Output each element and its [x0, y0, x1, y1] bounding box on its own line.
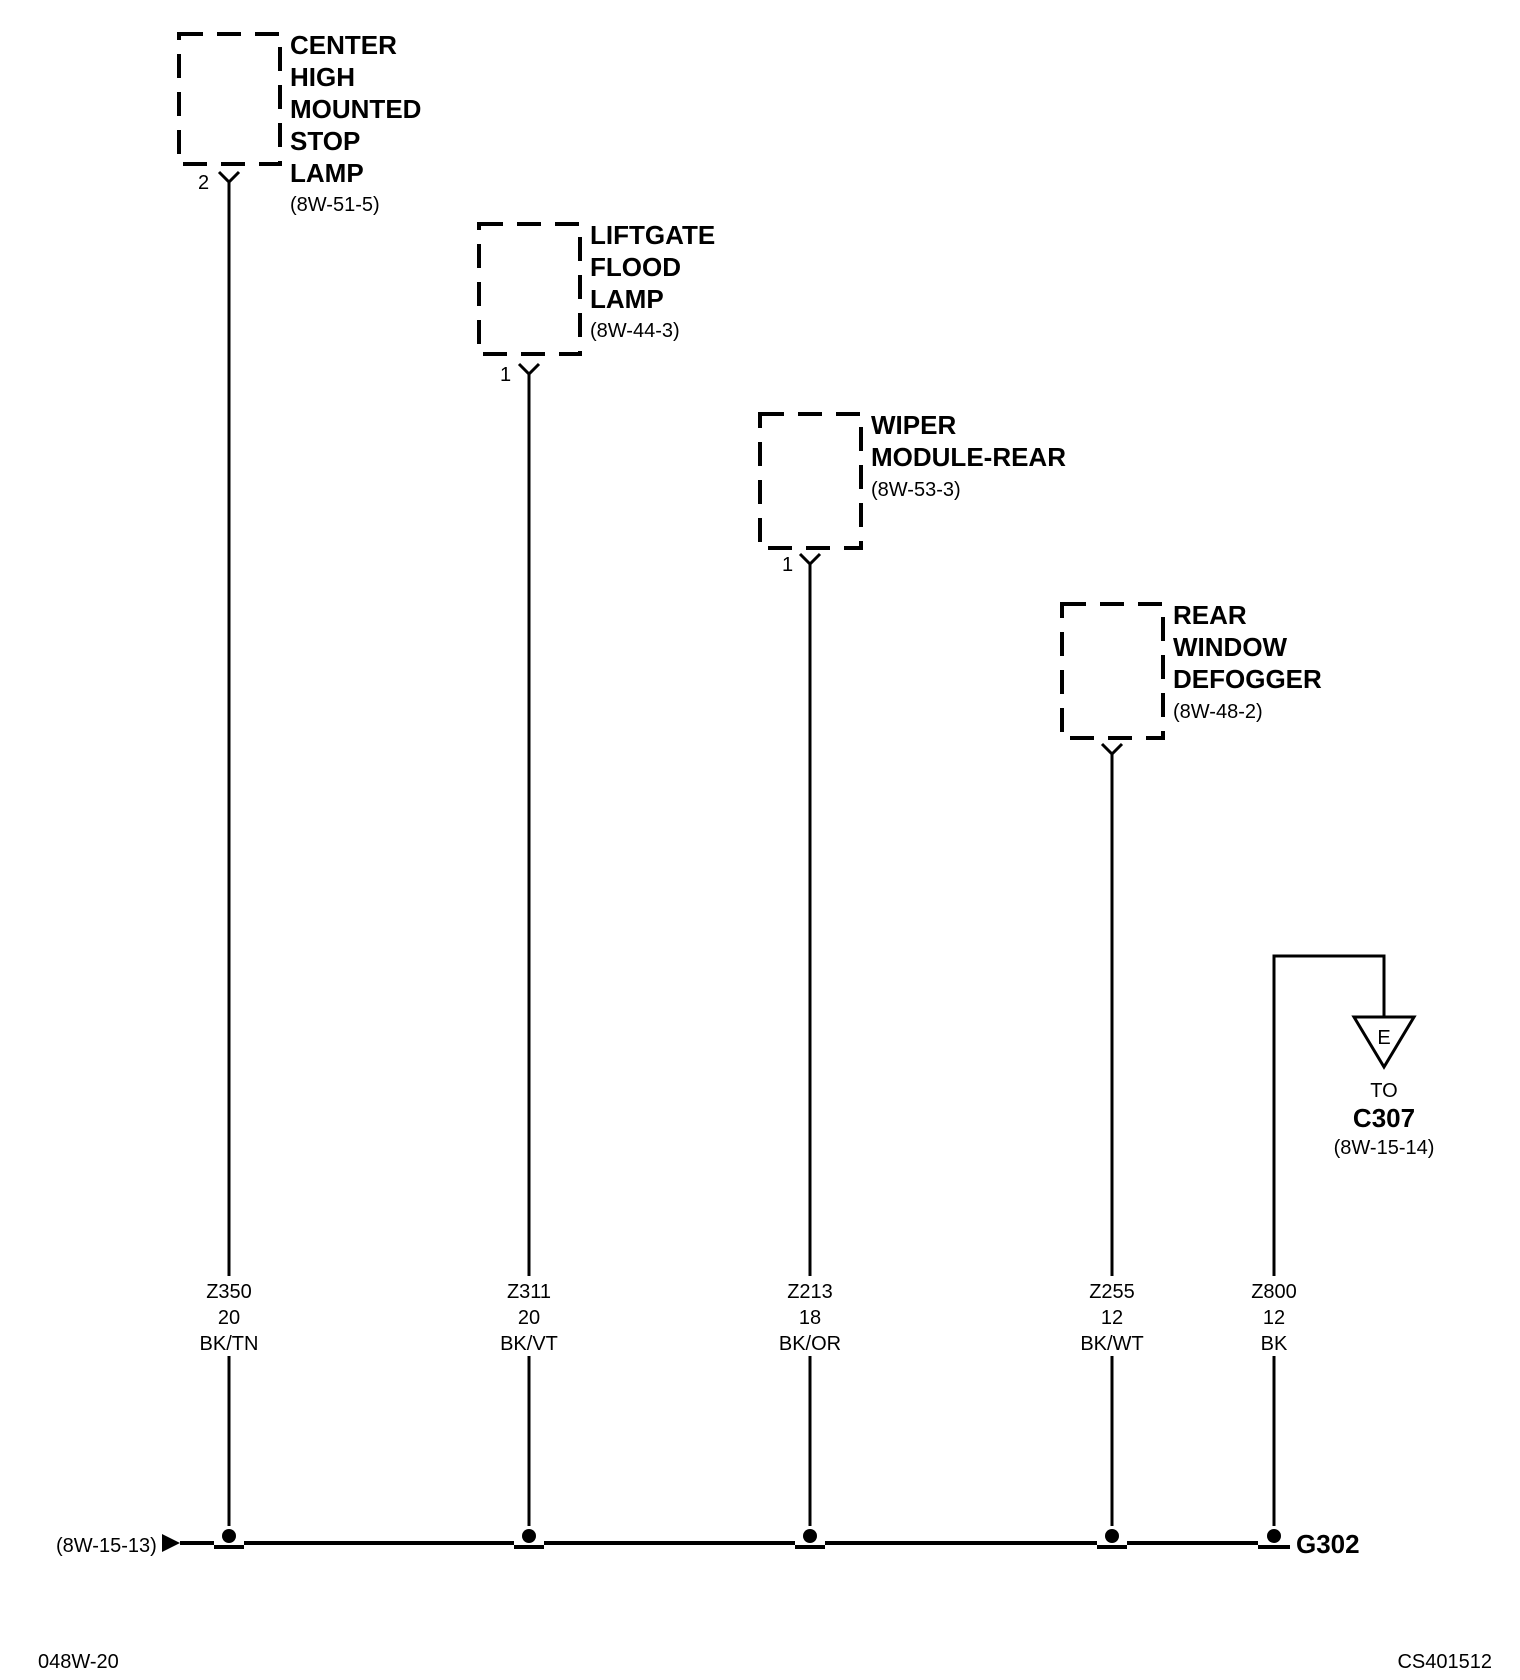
ground-dot-icon — [1267, 1529, 1281, 1543]
chmsl-dashed-box — [177, 32, 282, 166]
liftgate-name-line-2: FLOOD — [590, 252, 681, 282]
wire-z800-circuit: Z800 — [1251, 1281, 1297, 1303]
wire-z255-color: BK/WT — [1080, 1333, 1143, 1355]
footer-left: 048W-20 — [38, 1651, 119, 1673]
wire-z311-color: BK/VT — [500, 1333, 558, 1355]
chmsl-pin-number: 2 — [198, 172, 209, 194]
splice-dot-icon — [1105, 1529, 1119, 1543]
wiper-pin-number: 1 — [782, 554, 793, 576]
wire-z255-gauge: 12 — [1101, 1307, 1123, 1329]
defogger-dashed-box — [1060, 602, 1165, 740]
z800-wire — [1272, 954, 1386, 1526]
chmsl-name-line-4: STOP — [290, 126, 360, 156]
liftgate-ref: (8W-44-3) — [590, 320, 680, 342]
connector-name: C307 — [1353, 1103, 1415, 1133]
z800-wire-group: E TO C307 (8W-15-14) — [1272, 954, 1435, 1526]
connector-triangle-icon — [1351, 1015, 1417, 1070]
chmsl-name-line-5: LAMP — [290, 158, 364, 188]
connector-to-label: TO — [1370, 1080, 1397, 1102]
wiper-dashed-box — [758, 412, 863, 550]
wire-z350-circuit: Z350 — [206, 1281, 252, 1303]
wire-z311-gauge: 20 — [518, 1307, 540, 1329]
chmsl-name-line-1: CENTER — [290, 30, 397, 60]
wire-z213-gauge: 18 — [799, 1307, 821, 1329]
wiper-name-line-1: WIPER — [871, 410, 956, 440]
liftgate-pin-number: 1 — [500, 364, 511, 386]
component-rear-window-defogger: REAR WINDOW DEFOGGER (8W-48-2) — [1060, 600, 1322, 1526]
component-wiper-module-rear: WIPER MODULE-REAR (8W-53-3) 1 — [758, 410, 1066, 1526]
wire-z213-circuit: Z213 — [787, 1281, 833, 1303]
ground-g302: G302 — [1258, 1529, 1360, 1559]
chmsl-name-line-3: MOUNTED — [290, 94, 421, 124]
wiper-wire — [798, 552, 822, 1526]
defogger-ref: (8W-48-2) — [1173, 701, 1263, 723]
splice-z311 — [514, 1529, 544, 1550]
liftgate-name-line-1: LIFTGATE — [590, 220, 715, 250]
defogger-wire — [1100, 742, 1124, 1526]
connector-letter: E — [1377, 1027, 1390, 1049]
wire-z255-circuit: Z255 — [1089, 1281, 1135, 1303]
defogger-name-line-2: WINDOW — [1173, 632, 1288, 662]
splice-dot-icon — [222, 1529, 236, 1543]
connector-ref: (8W-15-14) — [1334, 1137, 1435, 1159]
wiper-name-line-2: MODULE-REAR — [871, 442, 1066, 472]
bus-arrow-icon — [162, 1534, 180, 1552]
defogger-name-line-3: DEFOGGER — [1173, 664, 1322, 694]
wire-z350-gauge: 20 — [218, 1307, 240, 1329]
wire-z311-circuit: Z311 — [507, 1281, 551, 1303]
splice-z255 — [1097, 1529, 1127, 1550]
wire-z800-gauge: 12 — [1263, 1307, 1285, 1329]
wire-z213-color: BK/OR — [779, 1333, 841, 1355]
liftgate-dashed-box — [477, 222, 582, 356]
component-liftgate-flood-lamp: LIFTGATE FLOOD LAMP (8W-44-3) 1 — [477, 220, 715, 1526]
ground-label: G302 — [1296, 1529, 1360, 1559]
wire-z800-color: BK — [1261, 1333, 1288, 1355]
defogger-name-line-1: REAR — [1173, 600, 1247, 630]
bus-ref: (8W-15-13) — [56, 1535, 157, 1557]
wire-labels: Z350 20 BK/TN Z311 20 BK/VT Z213 18 BK/O… — [200, 1276, 1303, 1356]
splice-dot-icon — [803, 1529, 817, 1543]
chmsl-ref: (8W-51-5) — [290, 194, 380, 216]
splice-dot-icon — [522, 1529, 536, 1543]
ground-bus: (8W-15-13) G302 — [56, 1529, 1360, 1559]
splice-z213 — [795, 1529, 825, 1550]
chmsl-name-line-2: HIGH — [290, 62, 355, 92]
footer-right: CS401512 — [1397, 1651, 1492, 1673]
splice-z350 — [214, 1529, 244, 1550]
liftgate-name-line-3: LAMP — [590, 284, 664, 314]
wire-z350-color: BK/TN — [200, 1333, 259, 1355]
wiper-ref: (8W-53-3) — [871, 479, 961, 501]
